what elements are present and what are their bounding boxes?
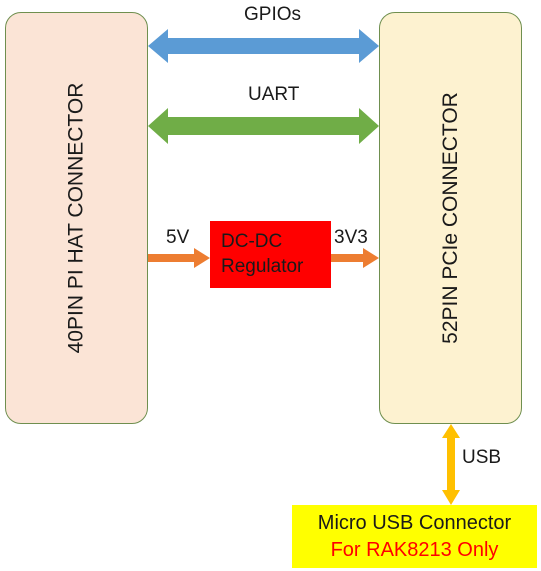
regulator-line1: DC-DC	[221, 231, 283, 252]
3v3-label: 3V3	[334, 227, 368, 248]
5v-arrow	[148, 248, 210, 268]
uart-label: UART	[248, 84, 300, 105]
3v3-arrow	[331, 248, 379, 268]
hat-connector-label: 40PIN PI HAT CONNECTOR	[64, 82, 88, 354]
5v-label: 5V	[166, 227, 190, 248]
gpio-arrow	[148, 29, 379, 63]
regulator-line2: Regulator	[221, 256, 304, 277]
usb-connector-note: For RAK8213 Only	[330, 539, 499, 561]
pcie-connector-box: 52PIN PCIe CONNECTOR	[379, 12, 522, 424]
uart-arrow	[148, 108, 379, 144]
pcie-connector-label: 52PIN PCIe CONNECTOR	[438, 92, 462, 344]
hat-connector-box: 40PIN PI HAT CONNECTOR	[5, 12, 148, 424]
gpio-label: GPIOs	[244, 4, 302, 25]
dc-dc-regulator-box: DC-DC Regulator	[210, 221, 331, 288]
usb-connector-title: Micro USB Connector	[317, 512, 512, 534]
usb-arrow	[442, 424, 460, 505]
micro-usb-connector-box: Micro USB Connector For RAK8213 Only	[292, 505, 537, 568]
usb-label: USB	[462, 447, 502, 468]
